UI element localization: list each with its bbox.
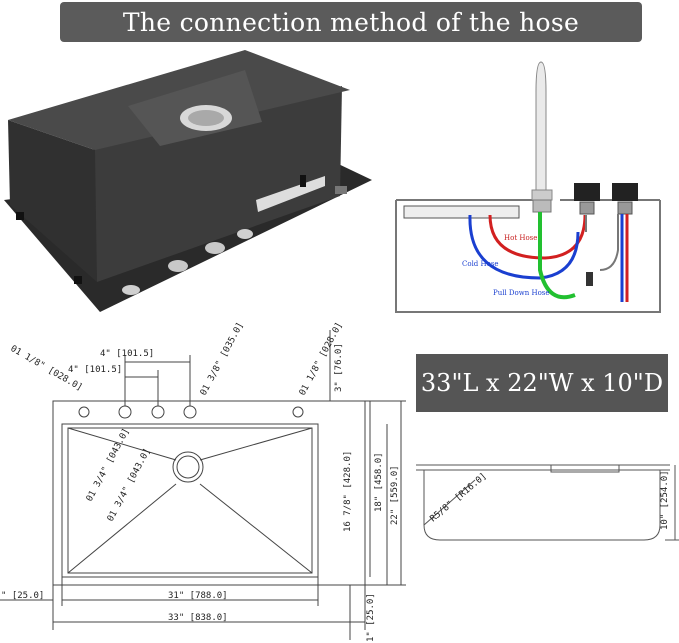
size-banner: 33"L x 22"W x 10"D bbox=[416, 354, 668, 412]
dim-22: 22" [559.0] bbox=[390, 465, 400, 525]
pull-down-hose-label: Pull Down Hose bbox=[493, 289, 550, 297]
dim-31: 31" [788.0] bbox=[168, 591, 228, 601]
dim-1-bottom: 1" [25.0] bbox=[366, 593, 376, 642]
dim-4-lower: 4" [101.5] bbox=[68, 365, 122, 375]
dim-1-left: " [25.0] bbox=[1, 591, 44, 601]
dim-r: R5/8" [R16.0] bbox=[429, 471, 489, 524]
dim-18: 18" [458.0] bbox=[374, 452, 384, 512]
size-label: 33"L x 22"W x 10"D bbox=[420, 369, 664, 397]
dim-33: 33" [838.0] bbox=[168, 613, 228, 623]
dim-10: 10" [254.0] bbox=[660, 470, 670, 530]
hot-hose-label: Hot Hose bbox=[504, 234, 537, 242]
page-title: The connection method of the hose bbox=[122, 7, 580, 37]
title-banner: The connection method of the hose bbox=[60, 2, 642, 42]
cold-hose-label: Cold Hose bbox=[462, 260, 499, 268]
dim-16-78: 16 7/8" [428.0] bbox=[343, 451, 353, 532]
dim-3: 3" [76.0] bbox=[334, 343, 344, 392]
dim-4-upper: 4" [101.5] bbox=[100, 349, 154, 359]
